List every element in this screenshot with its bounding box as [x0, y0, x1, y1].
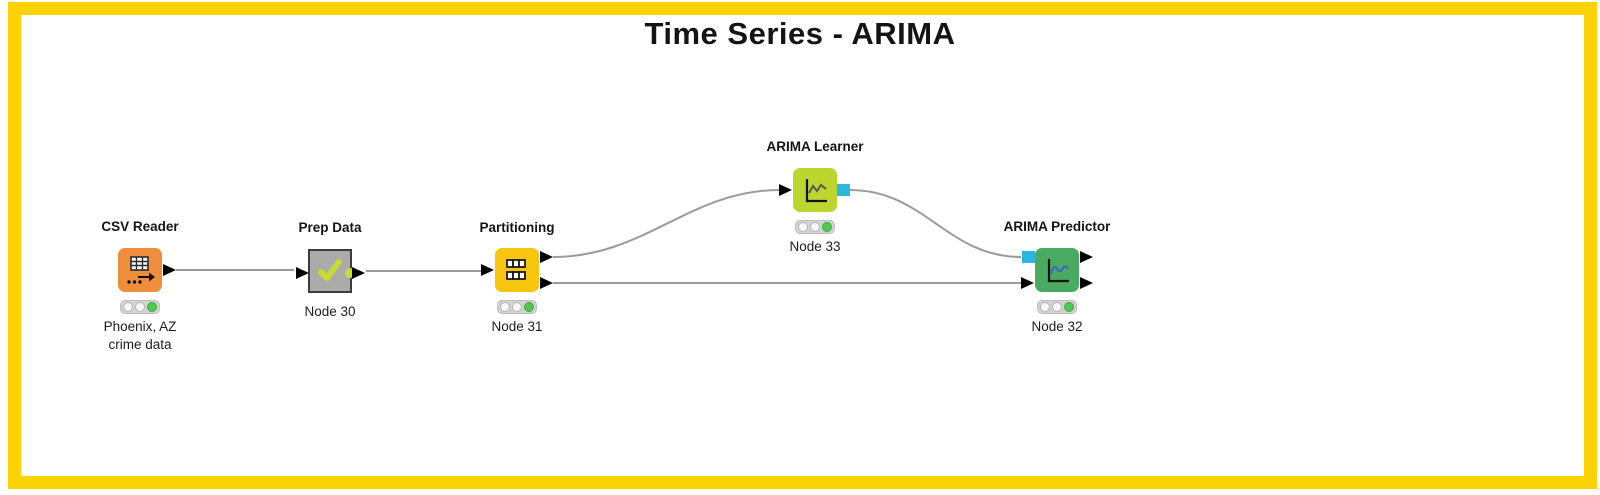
status-yellow-off	[135, 302, 145, 312]
input-port-data[interactable]	[779, 184, 792, 196]
node-prep-data[interactable]	[296, 249, 365, 293]
status-red-off	[1040, 302, 1050, 312]
output-port-test[interactable]	[540, 277, 553, 289]
workflow-title: Time Series - ARIMA	[644, 16, 956, 51]
annotation-frame	[8, 2, 1597, 489]
node-label-prep-data: Prep Data	[298, 220, 362, 235]
traffic-light	[497, 300, 537, 314]
status-green-on	[1064, 302, 1074, 312]
input-port-data[interactable]	[1021, 277, 1034, 289]
node-label-csv-reader: CSV Reader	[101, 219, 179, 234]
output-port-data[interactable]	[1080, 277, 1093, 289]
node-partitioning[interactable]	[481, 248, 553, 292]
output-port-train[interactable]	[540, 251, 553, 263]
input-port-data[interactable]	[296, 267, 309, 279]
output-port-prediction[interactable]	[1080, 251, 1093, 263]
node-id-arima-learner: Node 33	[789, 239, 841, 254]
output-port-data[interactable]	[163, 264, 176, 276]
line-chart-icon	[1047, 259, 1069, 283]
checkmark-icon	[318, 259, 342, 281]
status-red-off	[798, 222, 808, 232]
traffic-light	[120, 300, 160, 314]
connection-partitioning-to-learner[interactable]	[552, 189, 780, 258]
node-id-partitioning: Node 31	[491, 319, 543, 334]
node-label-arima-predictor: ARIMA Predictor	[1003, 219, 1111, 234]
node-id-prep-data: Node 30	[304, 304, 356, 319]
connection-learner-to-predictor[interactable]	[849, 189, 1022, 258]
node-csv-reader[interactable]	[118, 248, 176, 292]
input-port-model[interactable]	[1022, 251, 1035, 263]
node-label-partitioning: Partitioning	[479, 220, 555, 235]
node-id-arima-predictor: Node 32	[1031, 319, 1083, 334]
partition-table-icon	[506, 259, 526, 280]
output-port-data[interactable]	[352, 267, 365, 279]
node-arima-predictor[interactable]	[1021, 248, 1093, 292]
input-port-data[interactable]	[481, 264, 494, 276]
status-red-off	[123, 302, 133, 312]
traffic-light	[795, 220, 835, 234]
table-export-icon	[127, 256, 155, 284]
node-arima-learner[interactable]	[779, 168, 850, 212]
node-label-arima-learner: ARIMA Learner	[766, 139, 864, 154]
output-port-model[interactable]	[837, 184, 850, 196]
traffic-light	[1037, 300, 1077, 314]
status-red-off	[500, 302, 510, 312]
status-green-on	[822, 222, 832, 232]
status-yellow-off	[810, 222, 820, 232]
node-caption-csv-reader: Phoenix, AZ crime data	[103, 319, 177, 352]
status-yellow-off	[512, 302, 522, 312]
metanode-output-dot	[345, 268, 355, 278]
status-green-on	[524, 302, 534, 312]
status-yellow-off	[1052, 302, 1062, 312]
status-green-on	[147, 302, 157, 312]
line-chart-icon	[805, 179, 827, 203]
